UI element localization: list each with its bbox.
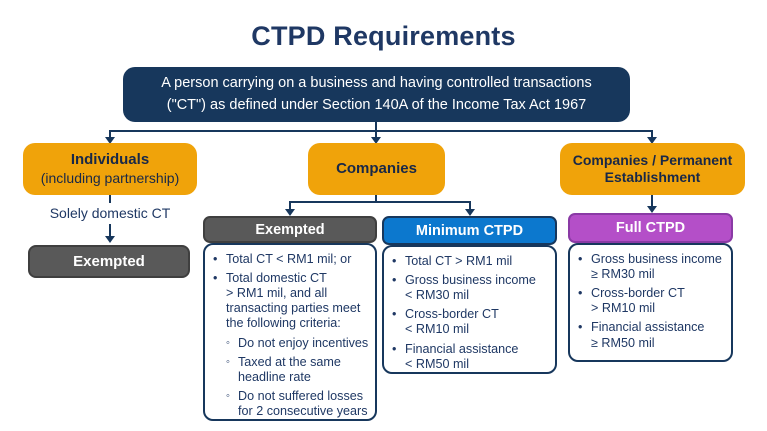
column-header-minimum-ctpd: Minimum CTPD xyxy=(382,216,557,245)
branch-companies-title: Companies xyxy=(336,159,417,177)
list-item: Total domestic CT > RM1 mil, and all tra… xyxy=(213,271,369,331)
column-header-full-ctpd: Full CTPD xyxy=(568,213,733,243)
bullet-text: Do not enjoy incentives xyxy=(238,335,369,350)
branch-companies-pe-title: Companies / Permanent Establishment xyxy=(572,151,733,186)
bullet-icon xyxy=(578,320,591,350)
bullet-text: Total CT < RM1 mil; or xyxy=(226,252,352,266)
connector-line xyxy=(109,130,653,132)
connector-line xyxy=(375,195,377,202)
arrowhead-icon xyxy=(105,137,115,144)
connector-line xyxy=(109,224,111,236)
bullet-icon xyxy=(392,307,405,337)
connector-line xyxy=(109,132,111,137)
bullet-icon xyxy=(226,355,238,385)
list-item: Cross-border CT < RM10 mil xyxy=(392,307,549,337)
column-body-full-ctpd: Gross business income ≥ RM30 mil Cross-b… xyxy=(568,243,733,362)
bullet-icon xyxy=(392,273,405,303)
connector-line xyxy=(109,195,111,203)
bullet-icon xyxy=(392,254,405,269)
list-item: Financial assistance < RM50 mil xyxy=(392,342,549,372)
list-item: Cross-border CT > RM10 mil xyxy=(578,286,725,316)
arrowhead-icon xyxy=(285,209,295,216)
arrowhead-icon xyxy=(371,137,381,144)
branch-companies-pe-box: Companies / Permanent Establishment xyxy=(560,143,745,195)
branch-companies-box: Companies xyxy=(308,143,445,195)
bullet-text: Cross-border CT < RM10 mil xyxy=(405,307,499,337)
branch-individuals-box: Individuals (including partnership) xyxy=(23,143,197,195)
list-item: Gross business income ≥ RM30 mil xyxy=(578,252,725,282)
bullet-text: Taxed at the same headline rate xyxy=(238,354,341,384)
bullet-icon xyxy=(578,286,591,316)
arrowhead-icon xyxy=(105,236,115,243)
connector-line xyxy=(375,132,377,137)
column-body-minimum-ctpd: Total CT > RM1 mil Gross business income… xyxy=(382,245,557,374)
list-item: Taxed at the same headline rate xyxy=(213,355,369,385)
column-body-exempted: Total CT < RM1 mil; or Total domestic CT… xyxy=(203,243,377,421)
bullet-text: Cross-border CT > RM10 mil xyxy=(591,286,685,316)
list-item: Do not suffered losses for 2 consecutive… xyxy=(213,389,369,419)
bullet-icon xyxy=(226,389,238,419)
connector-line xyxy=(651,195,653,206)
bullet-text: Do not suffered losses for 2 consecutive… xyxy=(238,388,368,418)
individuals-result-box: Exempted xyxy=(28,245,190,278)
column-header-exempted: Exempted xyxy=(203,216,377,243)
list-item: Total CT > RM1 mil xyxy=(392,254,549,269)
connector-line xyxy=(469,203,471,209)
edge-label-solely-domestic: Solely domestic CT xyxy=(49,205,171,221)
bullet-text: Financial assistance ≥ RM50 mil xyxy=(591,320,705,350)
list-item: Total CT < RM1 mil; or xyxy=(213,252,369,267)
arrowhead-icon xyxy=(647,206,657,213)
bullet-text: Gross business income ≥ RM30 mil xyxy=(591,252,722,282)
connector-line xyxy=(375,122,377,130)
root-statement-box: A person carrying on a business and havi… xyxy=(123,67,630,122)
branch-individuals-subtitle: (including partnership) xyxy=(40,169,180,186)
bullet-icon xyxy=(226,336,238,351)
bullet-text: Financial assistance < RM50 mil xyxy=(405,341,519,371)
arrowhead-icon xyxy=(647,137,657,144)
page-title: CTPD Requirements xyxy=(251,21,516,51)
bullet-text: Total CT > RM1 mil xyxy=(405,254,513,268)
branch-individuals-title: Individuals xyxy=(70,151,150,169)
connector-line xyxy=(651,132,653,137)
bullet-icon xyxy=(213,271,226,331)
bullet-icon xyxy=(392,342,405,372)
arrowhead-icon xyxy=(465,209,475,216)
connector-line xyxy=(289,201,471,203)
list-item: Do not enjoy incentives xyxy=(213,336,369,351)
bullet-icon xyxy=(578,252,591,282)
bullet-text: Total domestic CT > RM1 mil, and all tra… xyxy=(226,271,361,331)
list-item: Financial assistance ≥ RM50 mil xyxy=(578,320,725,350)
bullet-icon xyxy=(213,252,226,267)
bullet-text: Gross business income < RM30 mil xyxy=(405,273,536,303)
list-item: Gross business income < RM30 mil xyxy=(392,273,549,303)
connector-line xyxy=(289,203,291,209)
